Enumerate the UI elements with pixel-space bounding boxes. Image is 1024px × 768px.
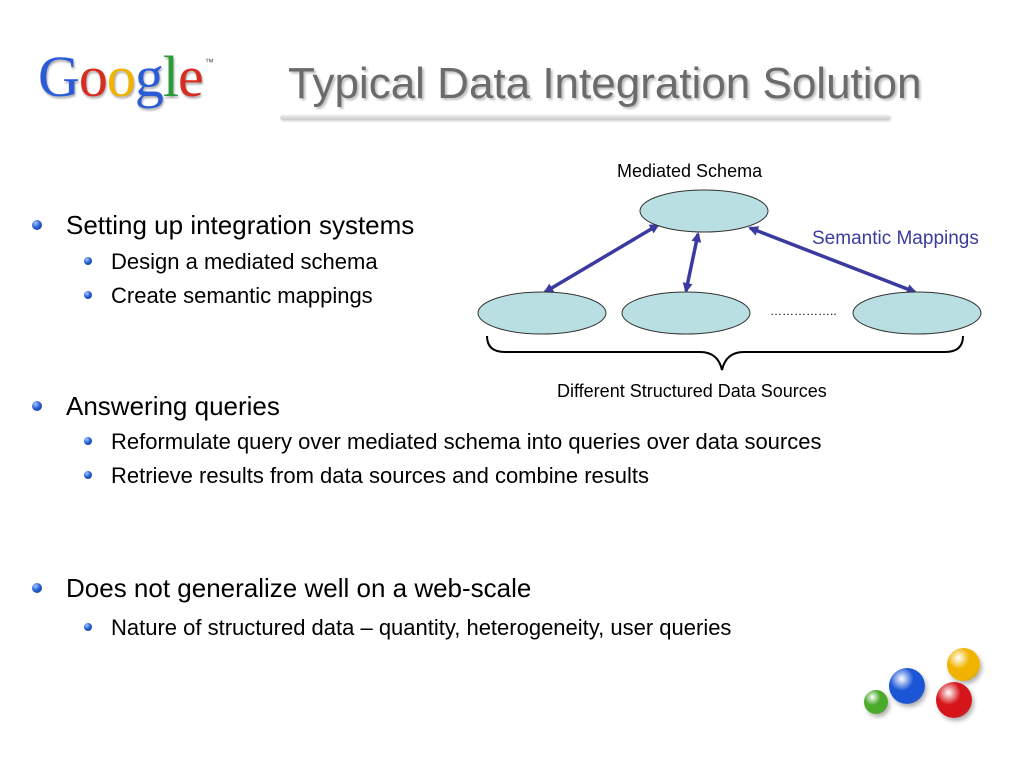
title-underline <box>280 115 890 120</box>
bullet-text: Setting up integration systems <box>66 210 415 240</box>
logo-letter-g: G <box>38 44 80 109</box>
bullet-dot-icon <box>32 220 42 230</box>
subbullet-design-schema: Design a mediated schema <box>84 249 378 275</box>
mediated-schema-label: Mediated Schema <box>617 161 763 181</box>
subbullet-text: Reformulate query over mediated schema i… <box>111 429 822 454</box>
subbullet-nature: Nature of structured data – quantity, he… <box>84 615 732 641</box>
trademark-mark: ™ <box>204 57 214 67</box>
mapping-arrow-left <box>543 223 660 294</box>
subbullet-create-mappings: Create semantic mappings <box>84 283 373 309</box>
mapping-arrow-middle <box>682 232 702 293</box>
subbullet-text: Nature of structured data – quantity, he… <box>111 615 732 640</box>
red-ball-icon <box>936 682 972 718</box>
mediated-schema-node <box>639 189 769 233</box>
bullet-answering-queries: Answering queries <box>32 391 280 422</box>
more-sources-ellipsis: …………….. <box>770 304 837 318</box>
logo-letter-o1: o <box>78 44 108 109</box>
subbullet-text: Design a mediated schema <box>111 249 378 274</box>
slide-title: Typical Data Integration Solution <box>288 59 922 108</box>
bullet-web-scale: Does not generalize well on a web-scale <box>32 573 532 604</box>
blue-ball-icon <box>889 668 925 704</box>
logo-letter-o2: o <box>106 44 136 109</box>
sources-brace <box>486 335 964 371</box>
bullet-dot-icon <box>84 291 92 299</box>
data-source-node-2 <box>621 291 751 335</box>
mapping-arrow-right <box>748 226 917 294</box>
subbullet-retrieve: Retrieve results from data sources and c… <box>84 463 650 489</box>
bullet-text: Answering queries <box>66 391 280 421</box>
bullet-text: Does not generalize well on a web-scale <box>66 573 532 603</box>
data-sources-label: Different Structured Data Sources <box>557 381 827 401</box>
yellow-ball-icon <box>947 648 980 681</box>
logo-letter-e: e <box>178 44 204 109</box>
bullet-dot-icon <box>84 623 92 631</box>
logo-letter-l: l <box>162 44 179 109</box>
data-source-node-3 <box>852 291 982 335</box>
subbullet-reformulate: Reformulate query over mediated schema i… <box>84 429 822 455</box>
green-ball-icon <box>864 690 888 714</box>
bullet-dot-icon <box>84 257 92 265</box>
subbullet-text: Retrieve results from data sources and c… <box>111 463 650 488</box>
data-source-node-1 <box>477 291 607 335</box>
logo-letter-g2: g <box>134 44 164 109</box>
bullet-dot-icon <box>32 583 42 593</box>
bullet-dot-icon <box>32 401 42 411</box>
bullet-setting-up: Setting up integration systems <box>32 210 415 241</box>
bullet-dot-icon <box>84 437 92 445</box>
subbullet-text: Create semantic mappings <box>111 283 373 308</box>
bullet-dot-icon <box>84 471 92 479</box>
semantic-mappings-label: Semantic Mappings <box>812 228 979 249</box>
